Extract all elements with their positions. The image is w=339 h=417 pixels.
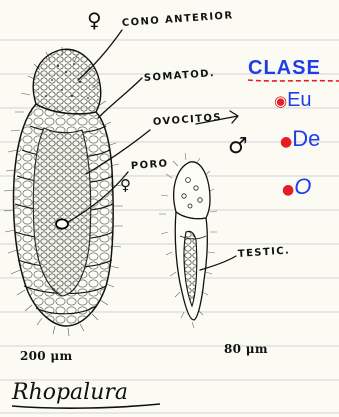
genus-underline [0, 0, 339, 417]
notebook-page: ♀ ♂ ♀ CONO ANTERIOR SOMATOD. OVOCITOS PO… [0, 0, 339, 417]
